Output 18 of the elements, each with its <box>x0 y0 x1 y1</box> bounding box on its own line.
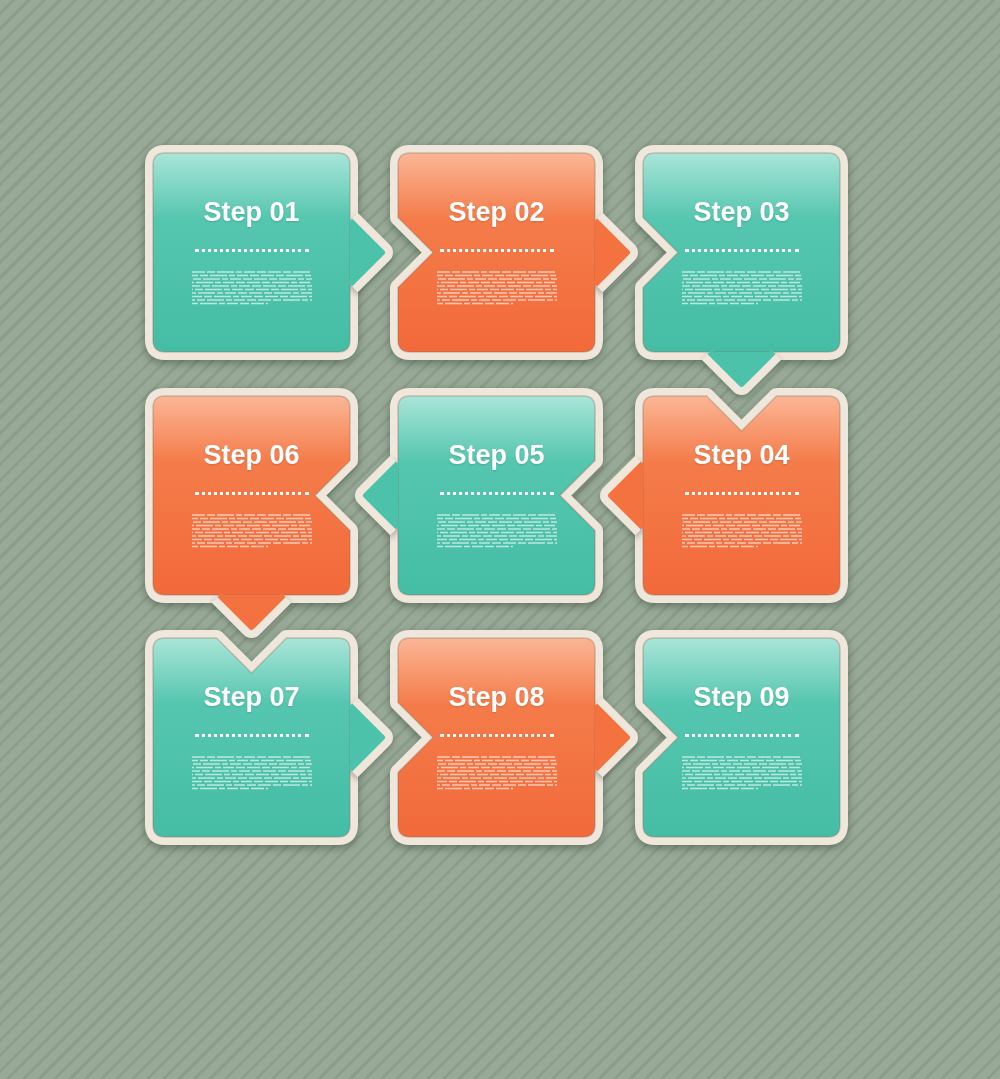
step-card <box>145 388 358 603</box>
step-title: Step 08 <box>448 682 545 712</box>
step-title: Step 02 <box>448 197 545 227</box>
step-card <box>635 145 848 360</box>
step-card <box>635 388 848 603</box>
step-title: Step 05 <box>448 440 545 470</box>
step-card <box>145 145 358 360</box>
step-card <box>635 630 848 845</box>
step-card <box>390 145 603 360</box>
step-card <box>390 388 603 603</box>
step-title: Step 07 <box>203 682 300 712</box>
step-title: Step 04 <box>693 440 790 470</box>
step-title: Step 09 <box>693 682 790 712</box>
step-card <box>145 630 358 845</box>
step-title: Step 03 <box>693 197 790 227</box>
step-title: Step 01 <box>203 197 300 227</box>
step-title: Step 06 <box>203 440 300 470</box>
step-card <box>390 630 603 845</box>
